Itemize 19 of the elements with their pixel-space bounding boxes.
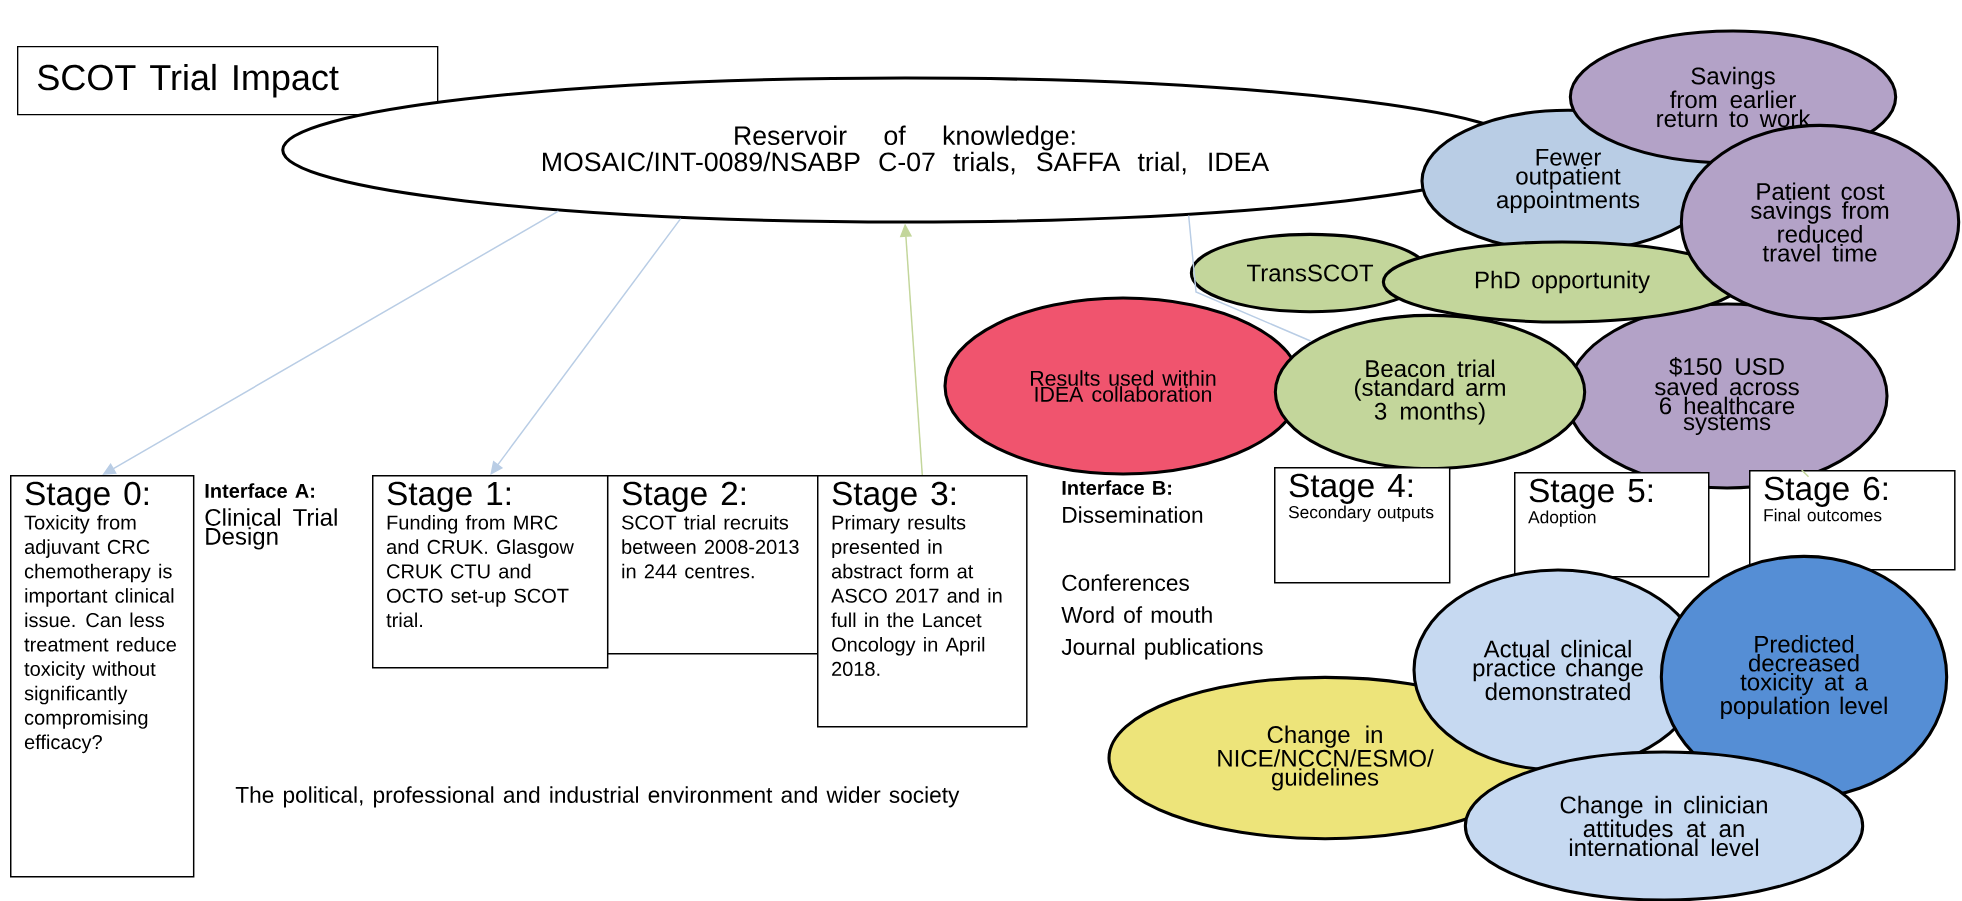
stage-box: Stage 2: SCOT trial recruits between 2008-2013 in 244 centres. <box>607 475 819 655</box>
label-text: Interface B: <box>1062 480 1171 495</box>
stage-box: Stage 0: Toxicity from adjuvant CRC chemotherapy is important clinical issue. Can less treatment reduce toxicity without significantly compromising efficacy? <box>10 475 195 878</box>
stage-box: Stage 6: Final outcomes <box>1749 470 1956 571</box>
stage-box: Stage 1: Funding from MRC and CRUK. Glasgow CRUK CTU and OCTO set-up SCOT trial. <box>372 475 609 669</box>
connector-line <box>1800 469 1810 478</box>
label-text: Dissemination <box>1063 506 1203 523</box>
label-text: Conferences <box>1062 574 1189 591</box>
stage-box: Stage 3: Primary results presented in abstract form at ASCO 2017 and in full in the Lancet Oncology in April 2018. <box>817 475 1028 728</box>
label-text: Word of mouth <box>1061 606 1212 623</box>
connector-line <box>1187 214 1312 342</box>
label-text: Interface A: <box>205 483 314 498</box>
stage-box: Stage 4: Secondary outputs <box>1274 467 1451 584</box>
label-text: Clinical Trial Design <box>205 508 337 550</box>
title-box: SCOT Trial Impact <box>17 46 439 116</box>
arrow <box>490 217 682 475</box>
label-text: The political, professional and industrial environment and wider society <box>235 786 960 808</box>
label-text: Journal publications <box>1061 638 1263 660</box>
stage-box: Stage 5: Adoption <box>1514 472 1710 578</box>
